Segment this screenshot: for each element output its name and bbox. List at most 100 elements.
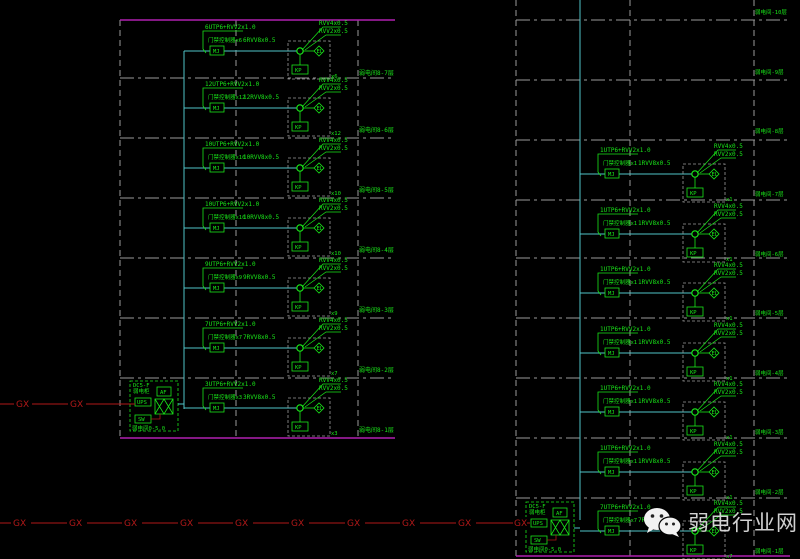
- label-gap: [345, 517, 365, 528]
- mj-label: MJ: [213, 346, 220, 352]
- patch-panel: [550, 519, 570, 536]
- watermark-text: 弱电行业网: [688, 511, 798, 535]
- kp-label: KP: [690, 191, 697, 197]
- floor-label: 弱电间8-5层: [359, 186, 394, 194]
- mj-box: [209, 342, 225, 353]
- cable-leader: [202, 327, 243, 351]
- controller-tag: 门禁控制器x9: [208, 273, 242, 281]
- label-gap: [289, 517, 309, 528]
- rvv2-spec: RVV2x0.5: [714, 151, 743, 158]
- rvv4-leader: [696, 328, 736, 353]
- rvv2-leader: [699, 395, 736, 412]
- door-device-box: [682, 163, 726, 203]
- cable-spec: 10UTP6+RVV2x1.0: [205, 141, 260, 148]
- electric-lock-symbol: [313, 222, 325, 234]
- fiber-label: GX: [291, 519, 304, 529]
- rvv2-spec: RVV2x0.5: [319, 325, 348, 332]
- rvv2-spec: RVV2x0.5: [319, 265, 348, 272]
- rvv4-spec: RVV4x0.5: [319, 137, 348, 144]
- mj-box: [604, 347, 620, 358]
- electric-lock-symbol: [708, 347, 720, 359]
- cable-spec: 6UTP6+RVV2x1.0: [205, 24, 256, 31]
- ups-label: UPS: [137, 400, 147, 406]
- cable-spec: 9UTP6+RVV2x1.0: [205, 261, 256, 268]
- kp-label: KP: [295, 425, 302, 431]
- rvv4-spec: RVV4x0.5: [714, 500, 743, 507]
- controller-tag: 门禁控制器x10: [208, 213, 245, 221]
- electric-lock-symbol: [313, 282, 325, 294]
- electric-lock-symbol: [313, 342, 325, 354]
- electric-lock-symbol: [708, 525, 720, 537]
- electric-lock-symbol: [313, 162, 325, 174]
- label-gap: [513, 517, 527, 528]
- mj-box: [604, 228, 620, 239]
- rvv4-spec: RVV4x0.5: [714, 322, 743, 329]
- electric-lock-symbol: [708, 287, 720, 299]
- mj-box: [604, 406, 620, 417]
- cable-spec: 7UTP6+RVV2x1.0: [600, 504, 651, 511]
- controller-tag: 门禁控制器x1: [603, 278, 637, 286]
- door-controller-node: [691, 408, 699, 416]
- rvv2-leader: [699, 455, 736, 472]
- branch-circuit: 6UTP6+RVV2x1.0门禁控制器x6MJ6RVV8x0.5KPELRVV4…: [184, 20, 348, 80]
- floor-label: 弱电间-9层: [755, 68, 784, 76]
- el-label: EL: [317, 166, 324, 172]
- mj-label: MJ: [608, 291, 615, 297]
- rvv2-spec: RVV2x0.5: [714, 449, 743, 456]
- rvv4-leader: [301, 26, 341, 51]
- mj-box: [604, 525, 620, 536]
- rvv4-spec: RVV4x0.5: [714, 262, 743, 269]
- door-controller-node: [296, 344, 304, 352]
- mj-label: MJ: [608, 529, 615, 535]
- cable-leader: [597, 510, 638, 534]
- kp-box: [686, 485, 704, 496]
- kp-label: KP: [690, 489, 697, 495]
- rvv2-spec: RVV2x0.5: [714, 211, 743, 218]
- rvv-cable-spec: 1RVV8x0.5: [638, 279, 671, 286]
- rvv4-spec: RVV4x0.5: [319, 77, 348, 84]
- mj-box: [209, 102, 225, 113]
- fiber-label: GX: [347, 519, 360, 529]
- rvv2-spec: RVV2x0.5: [319, 28, 348, 35]
- af-label: AF: [160, 390, 167, 396]
- kp-box: [291, 121, 309, 132]
- fiber-label: GX: [124, 519, 137, 529]
- floor-label: 弱电间-6层: [755, 250, 784, 258]
- el-label: EL: [317, 226, 324, 232]
- controller-tag: 门禁控制器x1: [603, 397, 637, 405]
- rvv-cable-spec: 6RVV8x0.5: [243, 37, 276, 44]
- branch-circuit: 10UTP6+RVV2x1.0门禁控制器x10MJ10RVV8x0.5KPELR…: [184, 137, 348, 197]
- controller-tag: 门禁控制器x1: [603, 159, 637, 167]
- mj-label: MJ: [213, 166, 220, 172]
- door-controller-node: [691, 230, 699, 238]
- mj-label: MJ: [213, 49, 220, 55]
- rvv4-leader: [301, 143, 341, 168]
- cable-leader: [597, 153, 638, 177]
- mj-box: [604, 287, 620, 298]
- el-label: EL: [712, 410, 719, 416]
- controller-tag: 门禁控制器x1: [603, 457, 637, 465]
- controller-tag: 门禁控制器x6: [208, 36, 242, 44]
- door-device-box: [287, 337, 331, 377]
- rvv-cable-spec: 1RVV8x0.5: [638, 398, 671, 405]
- branch-circuit: 1UTP6+RVV2x1.0门禁控制器x1MJ1RVV8x0.5KPELRVV4…: [580, 381, 743, 441]
- fiber-label: GX: [514, 519, 527, 529]
- watermark: 弱电行业网: [642, 506, 798, 538]
- ups-label: UPS: [533, 521, 543, 527]
- floor-label: 弱电间-1层: [755, 547, 784, 555]
- device-count: x1: [726, 257, 733, 263]
- mj-label: MJ: [608, 172, 615, 178]
- branch-circuit: 7UTP6+RVV2x1.0门禁控制器x7MJ7RVV8x0.5KPELRVV4…: [184, 317, 348, 377]
- door-device-box: [287, 277, 331, 317]
- door-device-box: [287, 157, 331, 197]
- mj-label: MJ: [213, 406, 220, 412]
- rvv-cable-spec: 1RVV8x0.5: [638, 220, 671, 227]
- rvv-cable-spec: 7RVV8x0.5: [243, 334, 276, 341]
- rvv4-leader: [301, 323, 341, 348]
- rvv4-leader: [696, 447, 736, 472]
- rvv4-spec: RVV4x0.5: [714, 143, 743, 150]
- rvv2-leader: [304, 34, 341, 51]
- label-gap: [67, 517, 87, 528]
- rvv2-leader: [699, 217, 736, 234]
